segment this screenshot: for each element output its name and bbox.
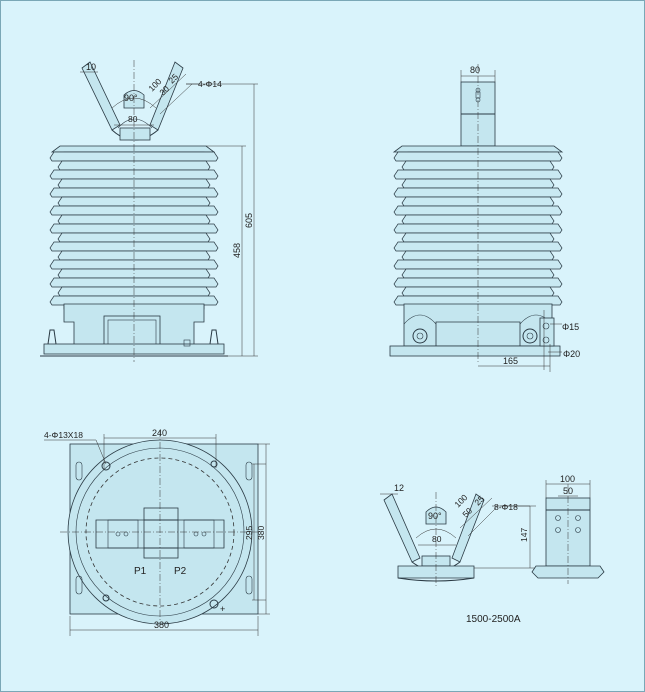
front-dim-terminal-width: 10 bbox=[86, 62, 96, 72]
side-dim-hole-large: Φ20 bbox=[563, 349, 580, 359]
front-dim-height-total: 605 bbox=[244, 213, 254, 228]
top-label-p2: P2 bbox=[174, 566, 187, 577]
svg-text:+: + bbox=[220, 604, 225, 614]
front-body-cap bbox=[50, 145, 216, 153]
detail-dim-terminal-width: 12 bbox=[394, 483, 404, 493]
top-label-p1: P1 bbox=[134, 566, 147, 577]
side-dim-offset: 165 bbox=[503, 356, 518, 366]
detail-caption: 1500-2500A bbox=[466, 614, 521, 625]
top-dim-depth-outer: 380 bbox=[256, 526, 266, 540]
top-dim-depth-inner: 295 bbox=[244, 526, 254, 540]
detail-dim-angle: 90° bbox=[428, 511, 442, 521]
insulator-shed bbox=[393, 295, 563, 306]
insulator-shed bbox=[393, 151, 563, 162]
top-dim-mount-holes: 4-Φ13X18 bbox=[44, 430, 83, 440]
top-mount-holes: + bbox=[75, 460, 253, 614]
front-terminal-arms bbox=[81, 61, 184, 141]
front-dim-angle: 90° bbox=[124, 93, 138, 103]
top-view: P1 P2 + 240 4-Φ13X18 380 bbox=[44, 428, 270, 636]
detail-dim-hole-pitch: 80 bbox=[432, 534, 442, 544]
detail-terminal-arms bbox=[383, 493, 485, 572]
detail-view: 12 90° 80 100 50 25 8-Φ18 147 100 bbox=[380, 474, 605, 625]
detail-dim-height: 147 bbox=[519, 528, 529, 542]
detail-dim-plate-inner: 50 bbox=[563, 486, 573, 496]
front-dim-hole-pitch: 80 bbox=[128, 114, 138, 124]
side-view: 80 Φ15 Φ20 165 bbox=[389, 64, 580, 372]
insulator-shed bbox=[393, 187, 563, 198]
insulator-shed bbox=[393, 259, 563, 270]
top-dim-hole-spacing: 240 bbox=[152, 428, 167, 438]
side-dim-hole-small: Φ15 bbox=[562, 322, 579, 332]
side-dim-top-width: 80 bbox=[470, 65, 480, 75]
side-base bbox=[389, 303, 561, 357]
insulator-shed bbox=[393, 223, 563, 234]
detail-dim-holes: 8-Φ18 bbox=[494, 502, 518, 512]
detail-dim-plate-width: 100 bbox=[560, 474, 575, 484]
front-view: 10 90° 80 100 30 25 4-Φ14 458 605 bbox=[40, 60, 258, 362]
front-dim-height-body: 458 bbox=[232, 243, 242, 258]
top-dim-base-width: 380 bbox=[154, 620, 169, 630]
